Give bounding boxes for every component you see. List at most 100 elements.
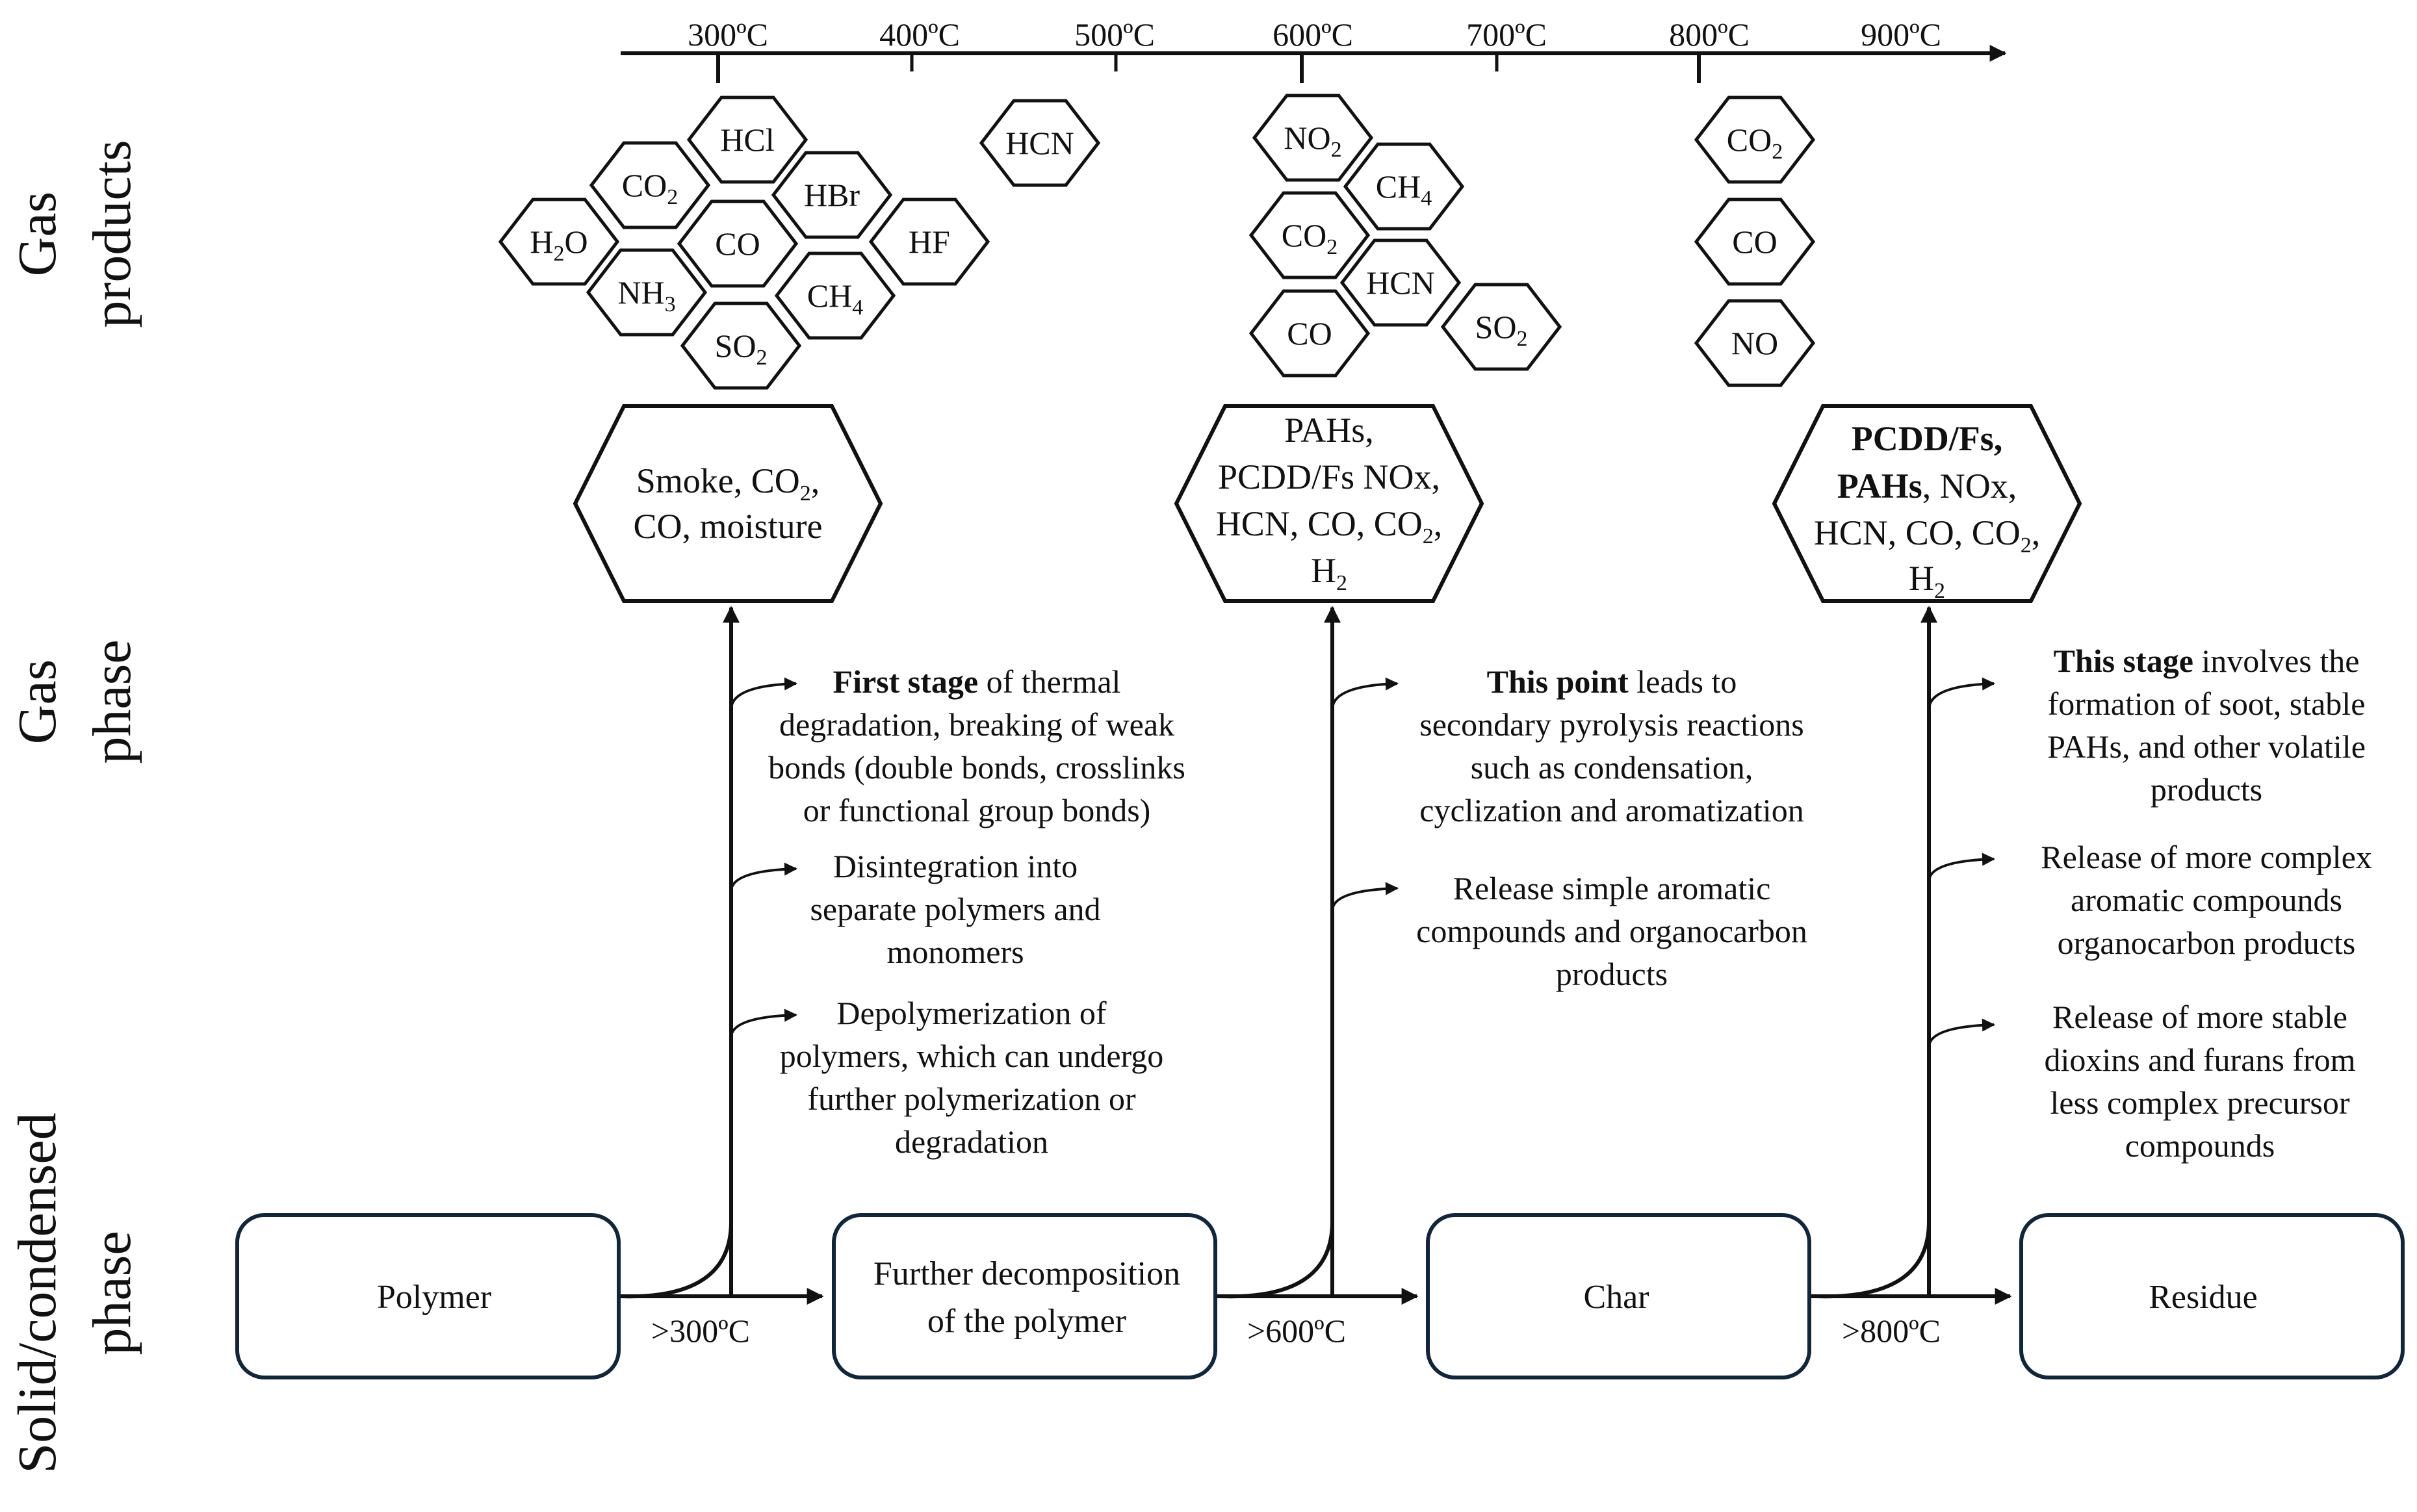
hex-no2: NO2 bbox=[1252, 94, 1374, 182]
stage1-branch-curve bbox=[620, 1221, 733, 1299]
hex-co-c: CO bbox=[1694, 198, 1816, 286]
hex-label: HF bbox=[909, 224, 950, 260]
arrow-s3-d1 bbox=[1928, 677, 1995, 709]
hex-label: NO bbox=[1731, 325, 1778, 361]
arrow-s2-d1 bbox=[1331, 677, 1399, 709]
s3-d3-line3: less complex precursor bbox=[2050, 1084, 2350, 1121]
s2-d2-line2: compounds and organocarbon bbox=[1416, 913, 1807, 949]
transition-label-300: >300ºC bbox=[651, 1313, 750, 1349]
hex-label: NO2 bbox=[1284, 120, 1341, 162]
hex-label: CO2 bbox=[1282, 217, 1338, 259]
stage1-gas-line2: CO, moisture bbox=[634, 507, 823, 546]
s3-d1-line1: formation of soot, stable bbox=[2048, 686, 2366, 722]
s2-d2-line3: products bbox=[1556, 956, 1668, 992]
gas-products-group-600: NO2 CH4 CO2 HCN CO SO2 bbox=[1248, 94, 1562, 378]
stage1-descriptions: First stage of thermal degradation, brea… bbox=[768, 663, 1185, 1160]
s3-d3-line1: Release of more stable bbox=[2052, 999, 2347, 1035]
hex-co2-b: CO2 bbox=[1248, 191, 1371, 279]
tick-label-900: 900ºC bbox=[1861, 16, 1941, 53]
stage1-gas-line1: Smoke, CO2, bbox=[636, 461, 820, 506]
description-arrows bbox=[730, 677, 1995, 1047]
tick-label-700: 700ºC bbox=[1466, 16, 1547, 53]
s1-d3-line4: degradation bbox=[895, 1123, 1048, 1160]
hex-ch4-a: CH4 bbox=[774, 251, 896, 340]
side-label-line: Gas bbox=[7, 192, 68, 277]
hex-label: H2O bbox=[530, 224, 588, 266]
hex-label: SO2 bbox=[715, 327, 768, 370]
temperature-axis: 300ºC 400ºC 500ºC 600ºC 700ºC 800ºC 900º… bbox=[621, 16, 2007, 83]
s2-d2-line1: Release simple aromatic bbox=[1453, 870, 1771, 906]
hex-hf: HF bbox=[868, 198, 990, 286]
box-char-label: Char bbox=[1583, 1279, 1649, 1316]
side-label-line: Gas bbox=[7, 660, 68, 745]
gas-products-group-300: HCl CO2 HBr H2O CO HF NH3 CH4 bbox=[498, 96, 1101, 390]
hex-no: NO bbox=[1694, 299, 1816, 387]
arrow-s3-d3 bbox=[1928, 1018, 1995, 1047]
s1-d3-line3: further polymerization or bbox=[807, 1081, 1136, 1117]
s1-d2-line3: monomers bbox=[886, 934, 1024, 970]
hex-label: NH3 bbox=[617, 274, 675, 316]
s1-d1-line0: First stage of thermal bbox=[833, 663, 1121, 700]
stage3-gas-line1: PCDD/Fs, bbox=[1852, 419, 2002, 458]
hex-label: CO2 bbox=[1727, 122, 1783, 164]
s1-d1-line3: or functional group bonds) bbox=[803, 792, 1151, 828]
hex-co2-c: CO2 bbox=[1694, 96, 1816, 184]
stage2-gas-line3: HCN, CO, CO2, bbox=[1216, 504, 1443, 548]
tick-label-300: 300ºC bbox=[688, 16, 768, 53]
side-label-line: products bbox=[82, 140, 142, 327]
transition-label-600: >600ºC bbox=[1247, 1313, 1346, 1349]
stage2-gases: PAHs, PCDD/Fs NOx, HCN, CO, CO2, H2 bbox=[1174, 404, 1484, 603]
gas-products-group-800: CO2 CO NO bbox=[1694, 96, 1816, 387]
hex-hcn-a: HCN bbox=[979, 99, 1101, 187]
s3-d2-line1: Release of more complex bbox=[2041, 839, 2372, 875]
hex-label: CO bbox=[715, 225, 760, 262]
hex-h2o: H2O bbox=[498, 198, 620, 286]
s3-d3-line4: compounds bbox=[2125, 1127, 2275, 1164]
stage2-branch-curve bbox=[1221, 1221, 1334, 1299]
box-further-line2: of the polymer bbox=[927, 1303, 1126, 1340]
s1-d2-line2: separate polymers and bbox=[810, 891, 1100, 927]
solid-phase-boxes: Polymer Further decomposition of the pol… bbox=[235, 1213, 2405, 1379]
side-label-gas-products: Gas products bbox=[7, 140, 142, 327]
side-label-gas-phase: Gas phase bbox=[7, 639, 142, 763]
hex-co-a: CO bbox=[677, 199, 799, 288]
box-char: Char bbox=[1426, 1213, 1811, 1379]
hex-so2-b: SO2 bbox=[1440, 283, 1562, 371]
stage2-gas-line2: PCDD/Fs NOx, bbox=[1218, 457, 1440, 496]
hex-nh3: NH3 bbox=[586, 248, 708, 337]
tick-label-600: 600ºC bbox=[1273, 16, 1353, 53]
stage2-descriptions: This point leads to secondary pyrolysis … bbox=[1416, 663, 1807, 992]
s3-d1-line2: PAHs, and other volatile bbox=[2047, 728, 2366, 765]
side-label-solid-phase: Solid/condensed phase bbox=[7, 1112, 142, 1473]
box-residue: Residue bbox=[2019, 1213, 2405, 1379]
hex-label: CO2 bbox=[622, 167, 678, 209]
side-label-line: Solid/condensed bbox=[7, 1112, 68, 1473]
s1-d2-line1: Disintegration into bbox=[833, 848, 1078, 884]
tick-label-800: 800ºC bbox=[1669, 16, 1750, 53]
hex-label: SO2 bbox=[1475, 309, 1528, 351]
box-residue-label: Residue bbox=[2149, 1279, 2258, 1316]
hex-hcn-b: HCN bbox=[1339, 238, 1462, 327]
stage3-gases: PCDD/Fs, PAHs, NOx, HCN, CO, CO2, H2 bbox=[1772, 404, 2082, 603]
hex-co-b: CO bbox=[1248, 289, 1371, 378]
hex-label: CO bbox=[1287, 315, 1332, 352]
hex-label: HCN bbox=[1366, 264, 1435, 301]
s3-d1-line3: products bbox=[2151, 771, 2262, 808]
box-further-decomposition: Further decomposition of the polymer bbox=[832, 1213, 1217, 1379]
s1-d1-line2: bonds (double bonds, crosslinks bbox=[768, 749, 1185, 786]
box-polymer: Polymer bbox=[235, 1213, 621, 1379]
s2-d1-line1: secondary pyrolysis reactions bbox=[1419, 706, 1804, 743]
vertical-flow-arrows bbox=[620, 606, 1937, 1299]
stage3-gas-line4: H2 bbox=[1909, 559, 1945, 603]
hex-hcl: HCl bbox=[686, 96, 808, 184]
stage2-gas-line4: H2 bbox=[1311, 551, 1347, 595]
s2-d1-line3: cyclization and aromatization bbox=[1419, 792, 1803, 828]
s3-d2-line2: aromatic compounds bbox=[2071, 882, 2342, 918]
arrow-s1-d3 bbox=[730, 1008, 797, 1037]
s2-d1-line0: This point leads to bbox=[1487, 663, 1737, 700]
hex-hbr: HBr bbox=[771, 151, 893, 239]
transition-label-800: >800ºC bbox=[1842, 1313, 1941, 1349]
hex-ch4-b: CH4 bbox=[1343, 142, 1465, 231]
tick-label-500: 500ºC bbox=[1074, 16, 1155, 53]
